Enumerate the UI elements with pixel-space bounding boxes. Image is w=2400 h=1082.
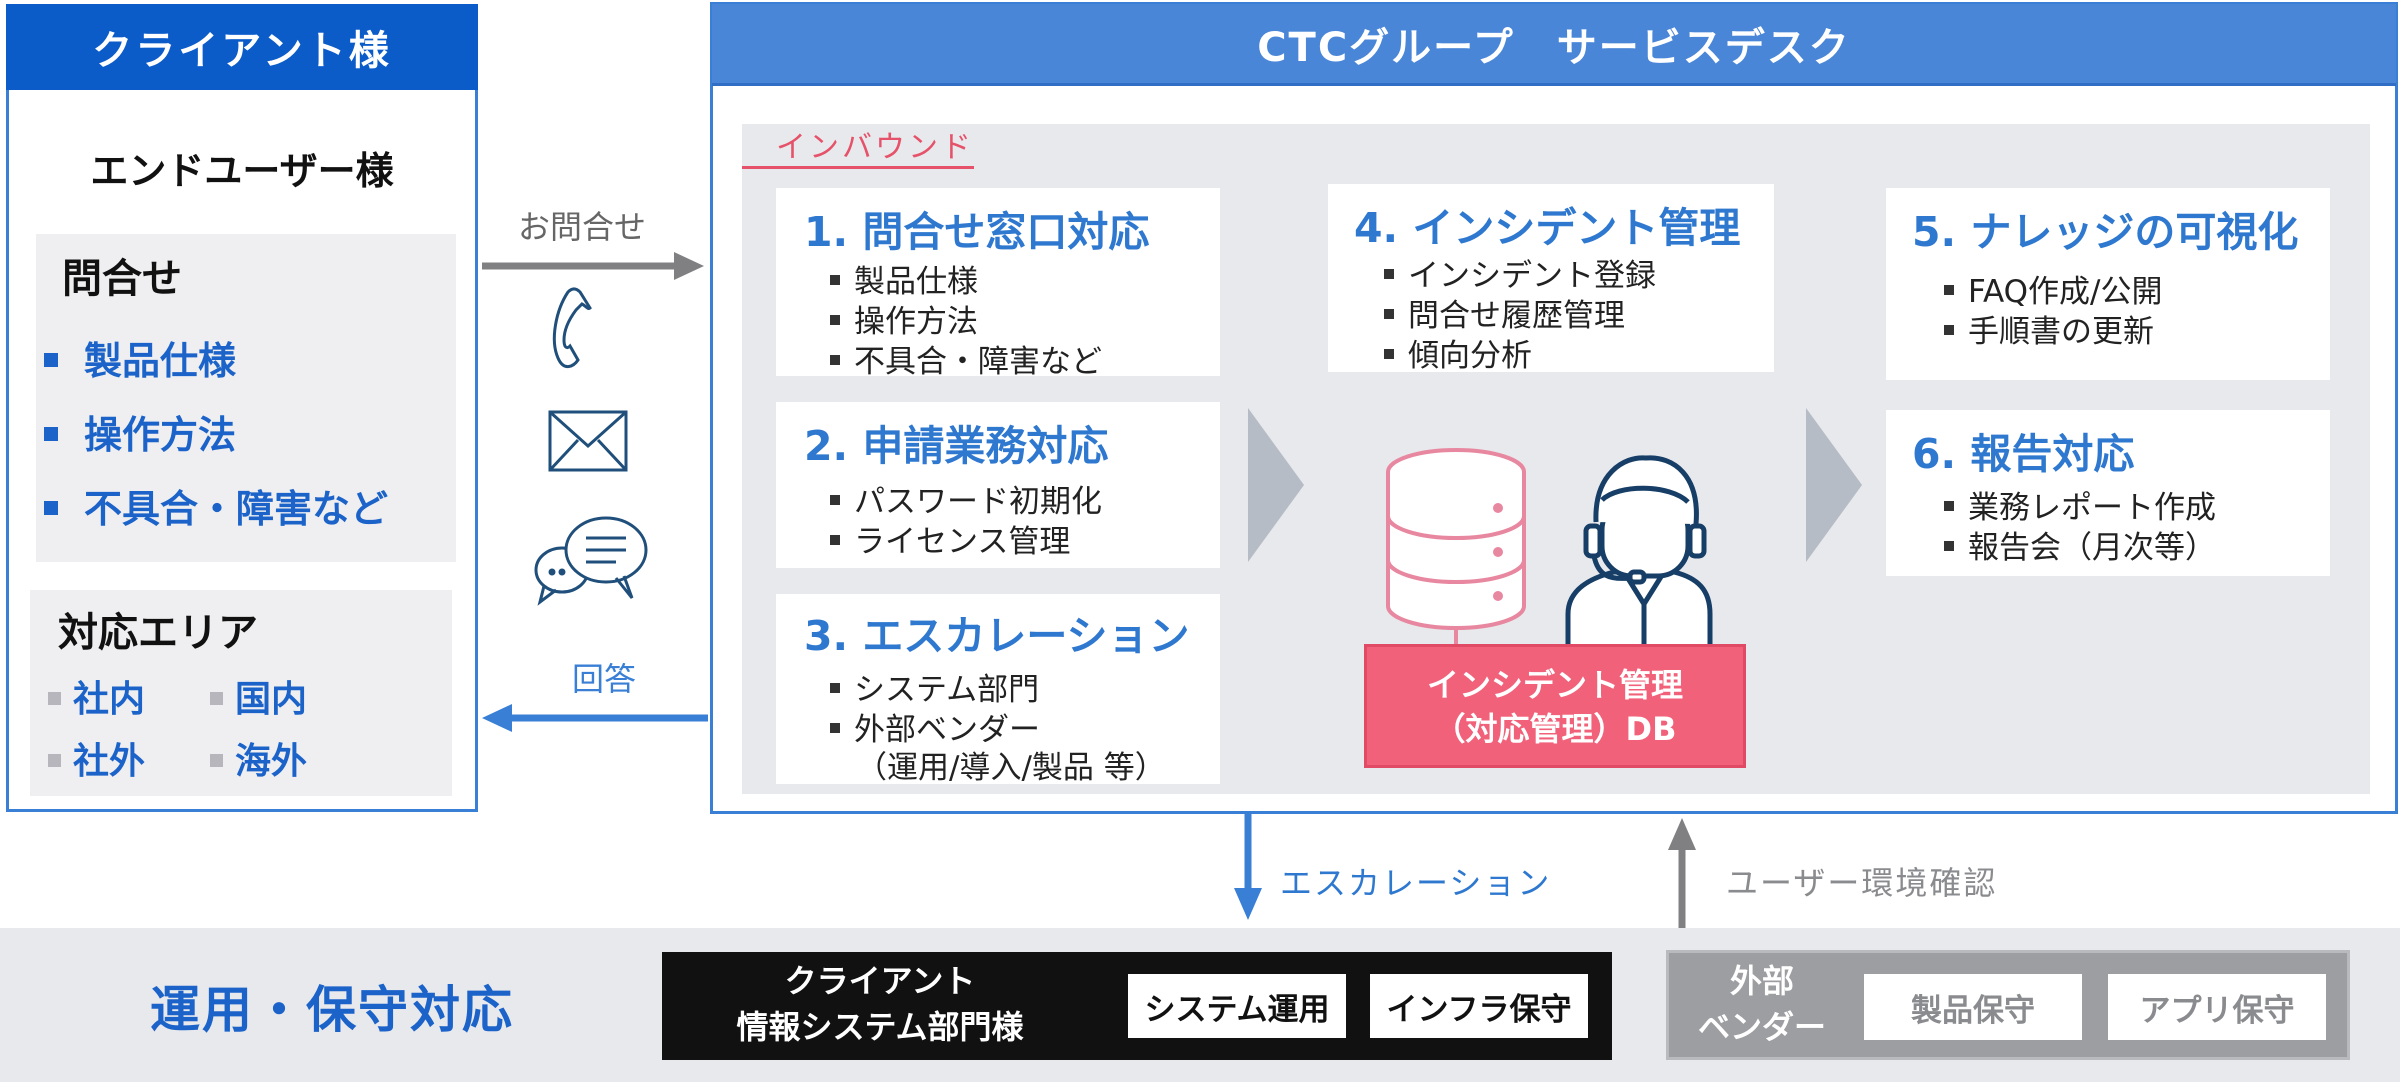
inquiry-arrow-label: お問合せ	[518, 208, 647, 246]
inquiry-arrow	[482, 252, 704, 280]
bullet-icon	[830, 722, 840, 733]
client-header: クライアント様	[6, 4, 478, 90]
area-item: 社内	[48, 670, 145, 722]
client-it-line1: クライアント	[784, 962, 976, 1000]
card-item: 傾向分析	[1384, 330, 1532, 375]
bullet-icon	[830, 274, 840, 285]
infra-maintenance-box: インフラ保守	[1370, 974, 1588, 1038]
card-item: 不具合・障害など	[830, 336, 1102, 381]
system-ops-box: システム運用	[1128, 974, 1346, 1038]
bullet-icon	[830, 354, 840, 365]
card-item: 操作方法	[830, 296, 978, 341]
card-item: 手順書の更新	[1944, 306, 2154, 351]
area-item: 社外	[48, 732, 145, 784]
phone-icon	[552, 287, 592, 368]
card-escalation	[776, 594, 1220, 784]
card-title: 4. インシデント管理	[1354, 204, 1741, 252]
chevron-right-icon	[1806, 408, 1862, 562]
card-title: 3. エスカレーション	[804, 612, 1190, 660]
ops-title: 運用・保守対応	[150, 981, 514, 1039]
bullet-icon	[830, 682, 840, 693]
card-item: システム部門	[830, 664, 1039, 709]
inquiry-item: 操作方法	[44, 404, 236, 459]
bullet-icon	[1384, 348, 1394, 359]
inquiry-title: 問合せ	[62, 256, 182, 302]
bullet-icon	[1944, 500, 1954, 511]
card-item: FAQ作成/公開	[1944, 266, 2163, 311]
card-report	[1886, 410, 2330, 576]
vendor-line1: 外部	[1729, 962, 1794, 1000]
card-title: 1. 問合せ窓口対応	[804, 208, 1150, 256]
bullet-icon	[48, 753, 61, 767]
incident-db-box: インシデント管理 （対応管理）DB	[1364, 644, 1746, 768]
escalation-arrow	[1234, 812, 1262, 920]
area-box	[30, 590, 452, 796]
bullet-icon	[44, 500, 58, 515]
bullet-icon	[1384, 268, 1394, 279]
card-incident	[1328, 184, 1774, 372]
db-label-line2: （対応管理）DB	[1433, 710, 1677, 748]
bullet-icon	[1384, 308, 1394, 319]
area-item: 海外	[210, 732, 307, 784]
inbound-label: インバウンド	[776, 130, 974, 165]
answer-arrow	[482, 704, 708, 732]
card-item: 外部ベンダー	[830, 704, 1040, 749]
client-it-line2: 情報システム部門様	[736, 1008, 1024, 1046]
card-knowledge	[1886, 188, 2330, 380]
bullet-icon	[830, 314, 840, 325]
bullet-icon	[1944, 324, 1954, 335]
card-item: パスワード初期化	[830, 476, 1102, 521]
inquiry-box	[36, 234, 456, 562]
area-item: 国内	[210, 670, 307, 722]
operator-icon	[1565, 455, 1713, 648]
bullet-icon	[830, 494, 840, 505]
inquiry-item: 不具合・障害など	[44, 478, 388, 533]
database-icon	[1386, 448, 1526, 648]
chat-icon	[534, 516, 648, 606]
bullet-icon	[830, 534, 840, 545]
bullet-icon	[1944, 540, 1954, 551]
card-item-note: （運用/導入/製品 等）	[856, 750, 1166, 786]
card-title: 2. 申請業務対応	[804, 422, 1109, 470]
card-item: 製品仕様	[830, 256, 978, 301]
product-maintenance-box: 製品保守	[1864, 974, 2082, 1040]
chevron-right-icon	[1248, 408, 1304, 562]
card-item: 業務レポート作成	[1944, 482, 2216, 527]
client-it-label: クライアント 情報システム部門様	[700, 958, 1060, 1050]
bullet-icon	[44, 352, 58, 367]
inquiry-item: 製品仕様	[44, 330, 236, 385]
bullet-icon	[1944, 284, 1954, 295]
contact-icons	[534, 287, 648, 606]
card-application	[776, 402, 1220, 568]
vendor-line2: ベンダー	[1697, 1008, 1826, 1046]
bullet-icon	[210, 691, 223, 705]
end-user-label: エンドユーザー様	[90, 149, 394, 193]
card-title: 6. 報告対応	[1912, 430, 2135, 478]
card-inquiry-desk	[776, 188, 1220, 376]
card-item: 報告会（月次等）	[1944, 522, 2216, 567]
card-item: ライセンス管理	[830, 516, 1070, 561]
bullet-icon	[48, 691, 61, 705]
database-operator-illustration	[1386, 448, 1713, 648]
service-desk-header: CTCグループ サービスデスク	[712, 4, 2396, 86]
inbound-underline	[742, 166, 974, 169]
vendor-label: 外部 ベンダー	[1672, 958, 1852, 1050]
bullet-icon	[44, 426, 58, 441]
mail-icon	[548, 410, 628, 472]
app-maintenance-box: アプリ保守	[2108, 974, 2326, 1040]
user-env-label: ユーザー環境確認	[1726, 864, 1998, 902]
card-item: 問合せ履歴管理	[1384, 290, 1625, 335]
area-title: 対応エリア	[58, 610, 258, 656]
escalation-label: エスカレーション	[1280, 864, 1552, 902]
answer-arrow-label: 回答	[572, 660, 637, 698]
db-label-line1: インシデント管理	[1426, 666, 1683, 704]
bullet-icon	[210, 753, 223, 767]
card-title: 5. ナレッジの可視化	[1912, 208, 2299, 256]
user-env-arrow	[1668, 818, 1696, 930]
card-item: インシデント登録	[1384, 250, 1656, 295]
